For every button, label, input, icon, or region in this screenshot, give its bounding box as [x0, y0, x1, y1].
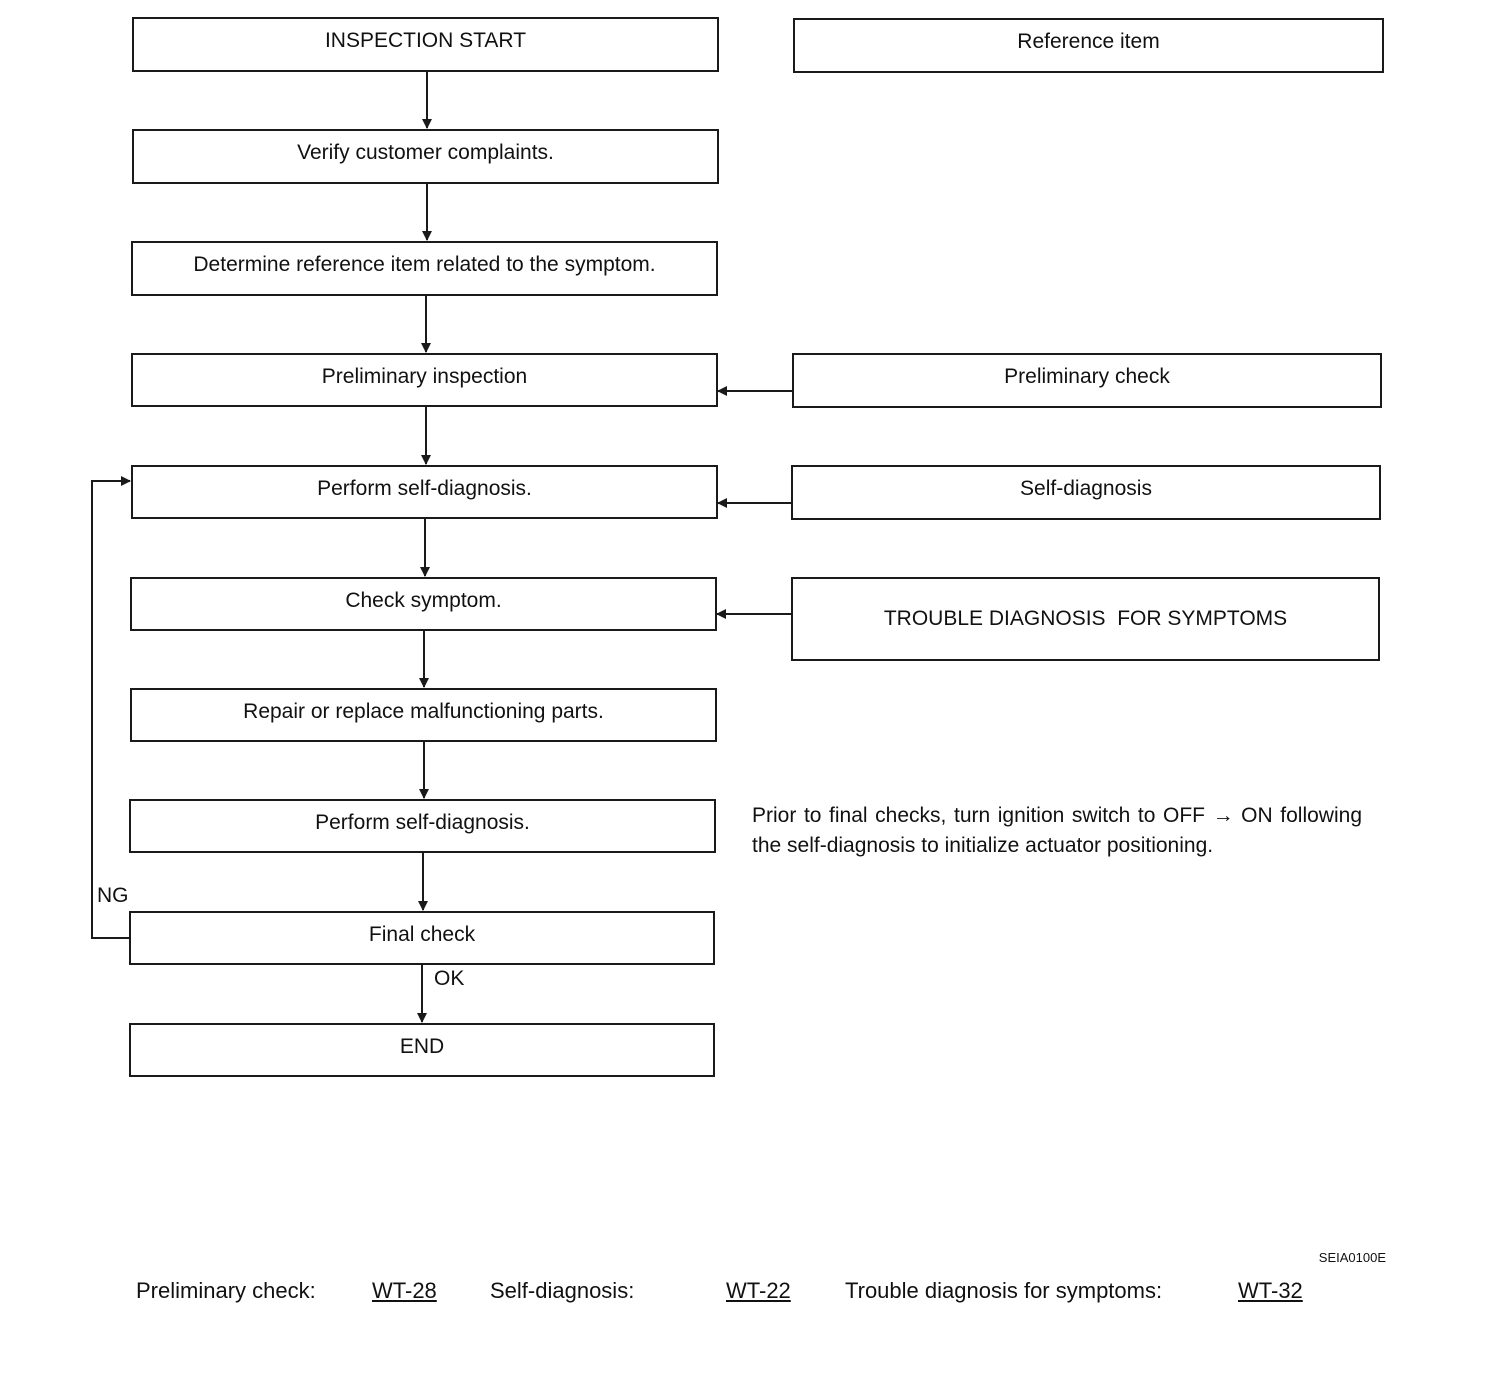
step-label: INSPECTION START	[324, 29, 527, 52]
reference-self-diagnosis: Self-diagnosis	[791, 465, 1381, 520]
reference-trouble-diagnosis: TROUBLE DIAGNOSIS FOR SYMPTOMS	[791, 577, 1380, 661]
step-verify-complaints: Verify customer complaints.	[132, 129, 719, 184]
ok-label: OK	[434, 967, 465, 990]
step-label: Perform self-diagnosis.	[317, 477, 532, 500]
step-final-check: Final check	[129, 911, 715, 965]
step-label: Repair or replace malfunctioning parts.	[243, 700, 604, 723]
step-label: Perform self-diagnosis.	[315, 811, 530, 834]
step-preliminary-inspection: Preliminary inspection	[131, 353, 718, 407]
footer-label-self-diagnosis: Self-diagnosis:	[490, 1278, 635, 1303]
footer-link-wt-22[interactable]: WT-22	[726, 1278, 791, 1303]
figure-code: SEIA0100E	[1318, 1250, 1386, 1265]
note-text: Prior to final checks, turn ignition swi…	[752, 804, 1362, 857]
reference-preliminary-check: Preliminary check	[792, 353, 1382, 408]
reference-label: TROUBLE DIAGNOSIS FOR SYMPTOMS	[883, 607, 1288, 630]
ng-loop-arrow	[91, 476, 131, 939]
step-perform-self-diagnosis-2: Perform self-diagnosis.	[129, 799, 716, 853]
reference-header-label: Reference item	[1017, 30, 1160, 53]
footer-link-wt-28[interactable]: WT-28	[372, 1278, 437, 1303]
step-check-symptom: Check symptom.	[130, 577, 717, 631]
step-inspection-start: INSPECTION START	[132, 17, 719, 72]
step-repair-replace: Repair or replace malfunctioning parts.	[130, 688, 717, 742]
step-perform-self-diagnosis: Perform self-diagnosis.	[131, 465, 718, 519]
footer-label-preliminary: Preliminary check:	[136, 1278, 316, 1303]
footer-label-trouble-diagnosis: Trouble diagnosis for symptoms:	[845, 1278, 1163, 1303]
reference-item-header: Reference item	[793, 18, 1384, 73]
reference-label: Self-diagnosis	[1020, 477, 1152, 500]
step-label: Determine reference item related to the …	[193, 253, 656, 276]
step-label: Verify customer complaints.	[297, 141, 554, 164]
step-label: END	[399, 1035, 445, 1058]
ng-label: NG	[97, 884, 129, 907]
step-end: END	[129, 1023, 715, 1077]
step-determine-reference: Determine reference item related to the …	[131, 241, 718, 296]
reference-label: Preliminary check	[1004, 365, 1170, 388]
footer-link-wt-32[interactable]: WT-32	[1238, 1278, 1303, 1303]
step-label: Preliminary inspection	[321, 365, 528, 388]
step-label: Check symptom.	[345, 589, 502, 612]
step-label: Final check	[368, 923, 476, 946]
